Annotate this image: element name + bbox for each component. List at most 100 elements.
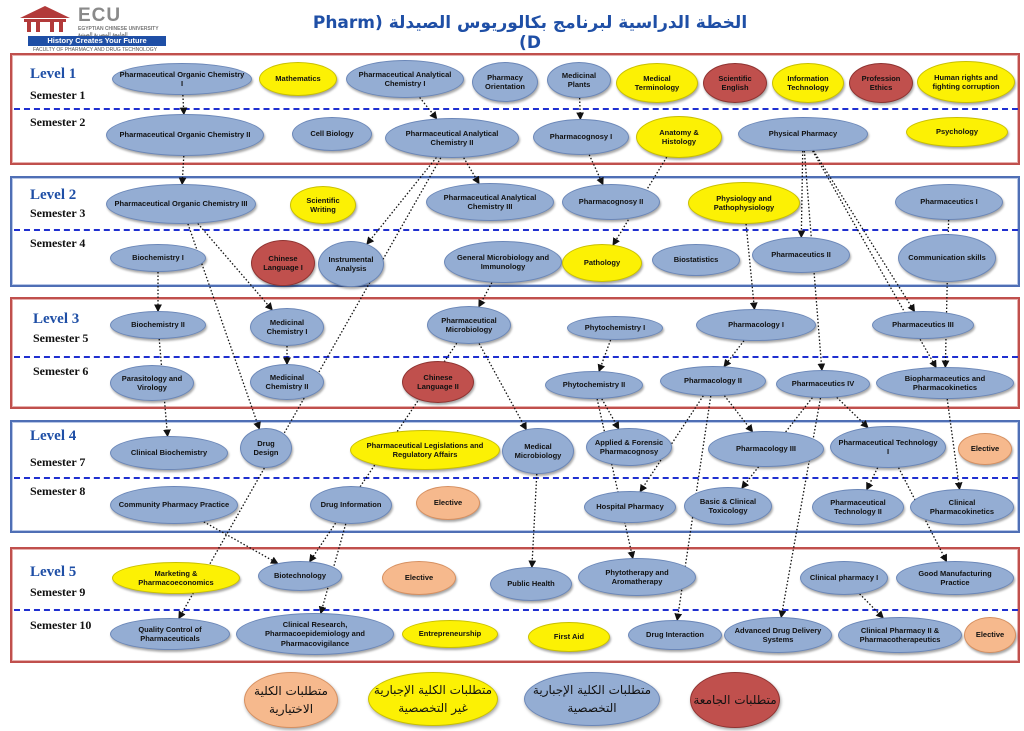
- course-medicinal-chemistry-2: Medicinal Chemistry II: [250, 364, 324, 400]
- course-clinical-pharmacokinetics: Clinical Pharmacokinetics: [910, 489, 1014, 525]
- course-pharmaceutical-legislations: Pharmaceutical Legislations and Regulato…: [350, 430, 500, 470]
- course-clinical-pharmacy-1: Clinical pharmacy I: [800, 561, 888, 595]
- semester-divider: [14, 229, 1018, 231]
- course-pharmaceutics-3: Pharmaceutics III: [872, 311, 974, 339]
- course-pharmaceutical-analytical-chemistry-2: Pharmaceutical Analytical Chemistry II: [385, 118, 519, 158]
- level-2-frame: [10, 176, 1020, 287]
- legend-faculty-mandatory-non-specialized: متطلبات الكلية الإجبارية غير التخصصية: [368, 672, 498, 726]
- semester-divider: [14, 108, 1018, 110]
- semester-1-label: Semester 1: [30, 88, 86, 102]
- course-pharmacology-3: Pharmacology III: [708, 431, 824, 467]
- page-title: الخطة الدراسية لبرنامج بكالوريوس الصيدلة…: [312, 13, 748, 53]
- course-scientific-writing: Scientific Writing: [290, 186, 356, 224]
- university-building-icon: [20, 6, 70, 32]
- course-biostatistics: Biostatistics: [652, 244, 740, 276]
- semester-2-label: Semester 2: [30, 115, 86, 129]
- course-phytochemistry-1: Phytochemistry I: [567, 316, 663, 340]
- semester-divider: [14, 356, 1018, 358]
- course-parasitology-virology: Parasitology and Virology: [110, 365, 194, 401]
- course-pharmacognosy-1: Pharmacognosy I: [533, 119, 629, 155]
- legend-university-requirements: متطلبات الجامعة: [690, 672, 780, 728]
- level-2-label: Level 2: [30, 187, 77, 203]
- course-quality-control-pharmaceuticals: Quality Control of Pharmaceuticals: [110, 618, 230, 650]
- course-mathematics: Mathematics: [259, 62, 337, 96]
- level-5-label: Level 5: [30, 564, 77, 580]
- course-chinese-language-1: Chinese Language I: [251, 240, 315, 286]
- course-pharmaceutical-technology-2: Pharmaceutical Technology II: [812, 489, 904, 525]
- semester-3-label: Semester 3: [30, 206, 86, 220]
- course-phytotherapy-aromatherapy: Phytotherapy and Aromatherapy: [578, 558, 696, 596]
- course-medical-terminology: Medical Terminology: [616, 63, 698, 103]
- course-phytochemistry-2: Phytochemistry II: [545, 371, 643, 399]
- course-scientific-english: Scientific English: [703, 63, 767, 103]
- course-elective: Elective: [964, 617, 1016, 653]
- course-general-microbiology-immunology: General Microbiology and Immunology: [444, 241, 562, 283]
- logo-slogan: History Creates Your Future: [28, 36, 166, 46]
- course-pharmaceutics-1: Pharmaceutics I: [895, 184, 1003, 220]
- semester-7-label: Semester 7: [30, 455, 86, 469]
- semester-6-label: Semester 6: [33, 364, 89, 378]
- legend-faculty-elective: متطلبات الكلية الاختيارية: [244, 672, 338, 728]
- course-pharmaceutical-microbiology: Pharmaceutical Microbiology: [427, 306, 511, 344]
- course-pharmaceutical-analytical-chemistry-3: Pharmaceutical Analytical Chemistry III: [426, 183, 554, 221]
- course-first-aid: First Aid: [528, 622, 610, 652]
- course-biochemistry-2: Biochemistry II: [110, 311, 206, 339]
- course-pharmaceutical-organic-chemistry-3: Pharmaceutical Organic Chemistry III: [106, 184, 256, 224]
- course-community-pharmacy-practice: Community Pharmacy Practice: [110, 486, 238, 524]
- course-chinese-language-2: Chinese Language II: [402, 361, 474, 403]
- level-1-frame: [10, 53, 1020, 165]
- course-basic-clinical-toxicology: Basic & Clinical Toxicology: [684, 487, 772, 525]
- logo-university-name: EGYPTIAN CHINESE UNIVERSITY الجامعة المص…: [78, 26, 159, 38]
- level-5-frame: [10, 547, 1020, 663]
- course-biochemistry-1: Biochemistry I: [110, 244, 206, 272]
- level-3-label: Level 3: [33, 311, 80, 327]
- course-physical-pharmacy: Physical Pharmacy: [738, 117, 868, 151]
- course-pharmaceutics-2: Pharmaceutics II: [752, 237, 850, 273]
- logo-ecu-text: ECU: [78, 5, 122, 26]
- course-marketing-pharmacoeconomics: Marketing & Pharmacoeconomics: [112, 562, 240, 594]
- course-communication-skills: Communication skills: [898, 234, 996, 282]
- university-logo: ECU EGYPTIAN CHINESE UNIVERSITY الجامعة …: [18, 4, 166, 53]
- course-clinical-research: Clinical Research, Pharmacoepidemiology …: [236, 613, 394, 655]
- course-information-technology: Information Technology: [772, 63, 844, 103]
- course-pharmacology-2: Pharmacology II: [660, 366, 766, 396]
- course-applied-forensic-pharmacognosy: Applied & Forensic Pharmacognosy: [586, 428, 672, 466]
- course-anatomy-histology: Anatomy & Histology: [636, 116, 722, 158]
- semester-4-label: Semester 4: [30, 236, 86, 250]
- level-1-label: Level 1: [30, 66, 77, 82]
- course-biotechnology: Biotechnology: [258, 561, 342, 591]
- course-pharmacy-orientation: Pharmacy Orientation: [472, 62, 538, 102]
- course-medicinal-chemistry-1: Medicinal Chemistry I: [250, 308, 324, 346]
- course-pharmacognosy-2: Pharmacognosy II: [562, 184, 660, 220]
- course-drug-information: Drug Information: [310, 486, 392, 524]
- semester-divider: [14, 477, 1018, 479]
- course-pharmaceutics-4: Pharmaceutics IV: [776, 370, 870, 398]
- course-biopharmaceutics-pharmacokinetics: Biopharmaceutics and Pharmacokinetics: [876, 367, 1014, 399]
- course-public-health: Public Health: [490, 567, 572, 601]
- course-profession-ethics: Profession Ethics: [849, 63, 913, 103]
- level-4-label: Level 4: [30, 428, 77, 444]
- course-good-manufacturing-practice: Good Manufacturing Practice: [896, 561, 1014, 595]
- course-pharmaceutical-analytical-chemistry-1: Pharmaceutical Analytical Chemistry I: [346, 60, 464, 98]
- course-pharmaceutical-organic-chemistry-1: Pharmaceutical Organic Chemistry I: [112, 63, 252, 95]
- course-pharmaceutical-technology-1: Pharmaceutical Technology I: [830, 426, 946, 468]
- course-human-rights: Human rights and fighting corruption: [917, 61, 1015, 103]
- course-instrumental-analysis: Instrumental Analysis: [318, 241, 384, 287]
- course-elective: Elective: [958, 433, 1012, 465]
- course-physiology-pathophysiology: Physiology and Pathophysiology: [688, 182, 800, 224]
- course-pathology: Pathology: [562, 244, 642, 282]
- course-drug-design: Drug Design: [240, 428, 292, 468]
- course-medical-microbiology: Medical Microbiology: [502, 428, 574, 474]
- semester-8-label: Semester 8: [30, 484, 86, 498]
- course-advanced-drug-delivery: Advanced Drug Delivery Systems: [724, 617, 832, 653]
- semester-10-label: Semester 10: [30, 618, 92, 632]
- course-elective: Elective: [416, 486, 480, 520]
- semester-5-label: Semester 5: [33, 331, 89, 345]
- course-psychology: Psychology: [906, 117, 1008, 147]
- semester-divider: [14, 609, 1018, 611]
- course-pharmaceutical-organic-chemistry-2: Pharmaceutical Organic Chemistry II: [106, 114, 264, 156]
- course-cell-biology: Cell Biology: [292, 117, 372, 151]
- course-elective: Elective: [382, 561, 456, 595]
- course-clinical-biochemistry: Clinical Biochemistry: [110, 436, 228, 470]
- course-entrepreneurship: Entrepreneurship: [402, 620, 498, 648]
